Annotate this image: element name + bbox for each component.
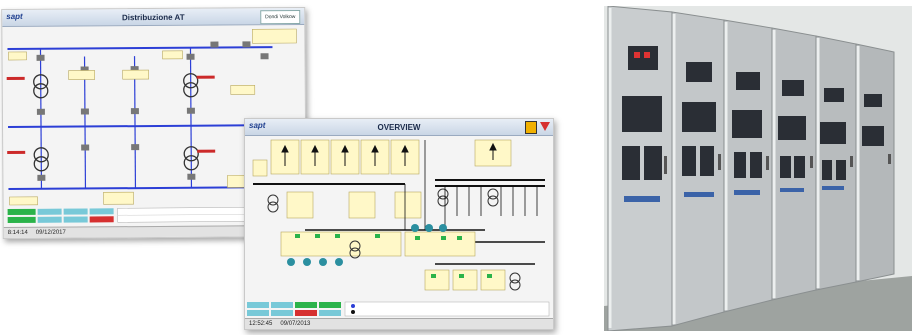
status-date: 09/12/2017	[35, 229, 66, 236]
status-time: 12:52:45	[249, 321, 273, 327]
switchgear-cabinets-photo	[604, 6, 912, 331]
overview-diagram	[247, 139, 550, 317]
cabinets-illustration	[604, 6, 912, 331]
busbar-top	[7, 46, 273, 51]
window-titlebar: sapt OVERVIEW	[245, 119, 553, 136]
status-time: 8:14:14	[7, 229, 28, 237]
status-bar: 12:52:45 09/07/2013	[245, 318, 553, 329]
scada-screen-overview: sapt OVERVIEW	[244, 118, 554, 330]
status-date: 09/07/2013	[280, 321, 311, 327]
brand-logo: sapt	[6, 11, 23, 22]
page-title: Distribuzione AT	[121, 12, 185, 22]
company-badge: Dondi Volkow	[260, 9, 301, 25]
warning-icon[interactable]	[540, 122, 550, 131]
alarm-icon[interactable]	[525, 121, 537, 134]
page-title: OVERVIEW	[377, 122, 421, 132]
window-titlebar: sapt Distribuzione AT Dondi Volkow	[2, 7, 305, 28]
brand-logo: sapt	[249, 121, 266, 130]
